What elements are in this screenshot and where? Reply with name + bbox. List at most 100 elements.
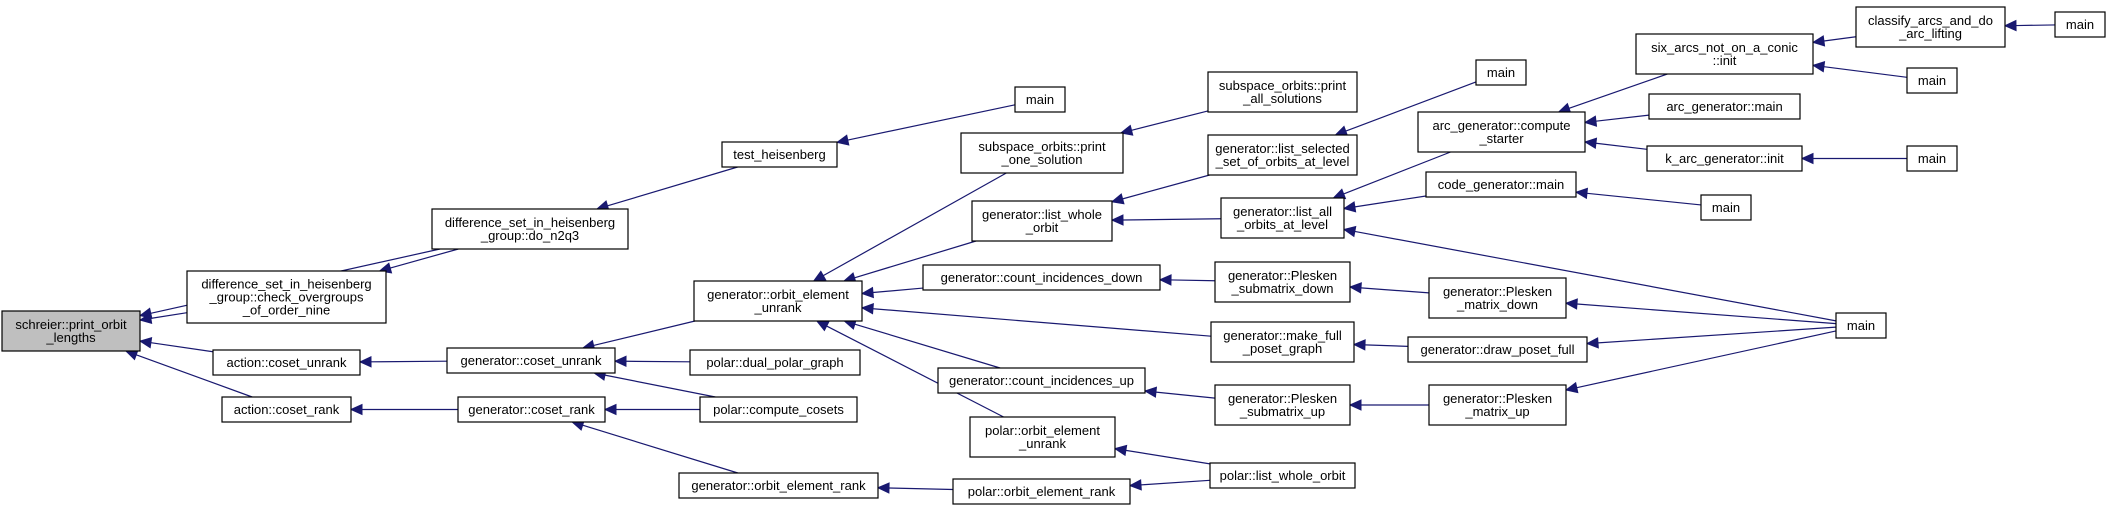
graph-node-n18[interactable]: polar::orbit_element_rank: [952, 478, 1131, 505]
node-box[interactable]: [1207, 71, 1358, 113]
node-label: action::coset_unrank: [227, 355, 347, 370]
node-box[interactable]: [678, 472, 879, 499]
node-box[interactable]: [1906, 67, 1958, 94]
node-label: generator::Plesken: [1228, 268, 1337, 283]
node-box[interactable]: [1835, 312, 1887, 339]
graph-node-n10[interactable]: polar::dual_polar_graph: [689, 349, 861, 376]
graph-node-n4[interactable]: action::coset_rank: [221, 396, 352, 423]
node-box[interactable]: [1648, 93, 1801, 120]
call-edge-n13-n9: [822, 172, 1007, 277]
graph-node-n17[interactable]: polar::orbit_element_unrank: [969, 416, 1116, 458]
node-box[interactable]: [457, 396, 606, 423]
node-box[interactable]: [1, 310, 141, 352]
node-box[interactable]: [1425, 171, 1577, 198]
node-box[interactable]: [1428, 277, 1567, 319]
node-box[interactable]: [1214, 384, 1351, 426]
node-box[interactable]: [693, 280, 863, 322]
graph-node-n37[interactable]: classify_arcs_and_do_arc_lifting: [1855, 6, 2006, 48]
node-box[interactable]: [1207, 134, 1358, 176]
node-box[interactable]: [1906, 145, 1958, 172]
graph-node-n11[interactable]: polar::compute_cosets: [699, 396, 858, 423]
node-box[interactable]: [2054, 11, 2106, 38]
graph-node-n30[interactable]: generator::draw_poset_full: [1407, 336, 1588, 363]
arrowhead-icon: [138, 312, 153, 325]
node-box[interactable]: [937, 367, 1146, 394]
node-box[interactable]: [431, 208, 629, 250]
node-box[interactable]: [922, 264, 1161, 291]
node-box[interactable]: [1855, 6, 2006, 48]
graph-node-n7[interactable]: generator::coset_unrank: [446, 347, 616, 374]
graph-node-n36[interactable]: main: [1835, 312, 1887, 339]
node-box[interactable]: [971, 200, 1113, 242]
graph-node-n27[interactable]: arc_generator::compute_starter: [1417, 111, 1586, 153]
graph-node-n16[interactable]: generator::count_incidences_up: [937, 367, 1146, 394]
node-box[interactable]: [1214, 261, 1351, 303]
node-box[interactable]: [960, 132, 1124, 174]
node-box[interactable]: [1475, 59, 1527, 86]
node-box[interactable]: [1635, 33, 1814, 75]
graph-node-n8[interactable]: generator::coset_rank: [457, 396, 606, 423]
node-box[interactable]: [699, 396, 858, 423]
graph-node-n19[interactable]: subspace_orbits::print_all_solutions: [1207, 71, 1358, 113]
call-edge-n18-n12: [888, 487, 954, 491]
node-label: _one_solution: [1001, 152, 1083, 167]
node-box[interactable]: [721, 141, 838, 168]
graph-node-n6[interactable]: main: [1014, 86, 1066, 113]
call-edge-n11-n7: [604, 374, 716, 398]
node-box[interactable]: [1407, 336, 1588, 363]
graph-node-n13[interactable]: subspace_orbits::print_one_solution: [960, 132, 1124, 174]
node-box[interactable]: [1210, 321, 1355, 363]
node-label: _all_solutions: [1242, 91, 1322, 106]
call-edge-n3-n0: [150, 342, 214, 353]
graph-node-n9[interactable]: generator::orbit_element_unrank: [693, 280, 863, 322]
graph-node-n35[interactable]: main: [1906, 67, 1958, 94]
graph-node-n0[interactable]: schreier::print_orbit_lengths: [1, 310, 141, 352]
arrowhead-icon: [835, 134, 850, 146]
node-label: generator::list_all: [1233, 204, 1332, 219]
graph-node-n32[interactable]: six_arcs_not_on_a_conic::init: [1635, 33, 1814, 75]
node-box[interactable]: [186, 270, 387, 324]
graph-node-n3[interactable]: action::coset_unrank: [212, 349, 361, 376]
node-box[interactable]: [212, 349, 361, 376]
node-box[interactable]: [1220, 197, 1345, 239]
node-box[interactable]: [1014, 86, 1066, 113]
arrowhead-icon: [358, 356, 372, 368]
graph-node-n38[interactable]: main: [2054, 11, 2106, 38]
graph-node-n22[interactable]: generator::Plesken_submatrix_down: [1214, 261, 1351, 303]
graph-node-n29[interactable]: generator::Plesken_matrix_down: [1428, 277, 1567, 319]
node-box[interactable]: [1646, 145, 1803, 172]
graph-node-n20[interactable]: generator::list_selected_set_of_orbits_a…: [1207, 134, 1358, 176]
call-edge-n25-n18: [1140, 479, 1211, 486]
graph-node-n15[interactable]: generator::count_incidences_down: [922, 264, 1161, 291]
arrowhead-icon: [812, 270, 827, 282]
node-box[interactable]: [969, 416, 1116, 458]
graph-node-n28[interactable]: code_generator::main: [1425, 171, 1577, 198]
graph-node-n39[interactable]: main: [1906, 145, 1958, 172]
graph-node-n24[interactable]: generator::Plesken_submatrix_up: [1214, 384, 1351, 426]
node-label: _unrank: [1018, 436, 1066, 451]
graph-node-n34[interactable]: k_arc_generator::init: [1646, 145, 1803, 172]
node-box[interactable]: [1417, 111, 1586, 153]
graph-node-n12[interactable]: generator::orbit_element_rank: [678, 472, 879, 499]
graph-node-n21[interactable]: generator::list_all_orbits_at_level: [1220, 197, 1345, 239]
graph-node-n31[interactable]: generator::Plesken_matrix_up: [1428, 384, 1567, 426]
node-box[interactable]: [952, 478, 1131, 505]
graph-node-n23[interactable]: generator::make_full_poset_graph: [1210, 321, 1355, 363]
node-box[interactable]: [1700, 194, 1752, 221]
call-edge-n30-n23: [1364, 344, 1409, 347]
graph-node-n26[interactable]: main: [1475, 59, 1527, 86]
graph-node-n33[interactable]: arc_generator::main: [1648, 93, 1801, 120]
node-box[interactable]: [689, 349, 861, 376]
node-box[interactable]: [1209, 462, 1356, 489]
node-box[interactable]: [446, 347, 616, 374]
graph-node-n25[interactable]: polar::list_whole_orbit: [1209, 462, 1356, 489]
node-box[interactable]: [221, 396, 352, 423]
node-box[interactable]: [1428, 384, 1567, 426]
graph-node-n40[interactable]: main: [1700, 194, 1752, 221]
graph-node-n5[interactable]: test_heisenberg: [721, 141, 838, 168]
graph-node-n1[interactable]: difference_set_in_heisenberg_group::do_n…: [431, 208, 629, 250]
call-edge-n21-n14: [1122, 218, 1222, 221]
graph-node-n14[interactable]: generator::list_whole_orbit: [971, 200, 1113, 242]
node-label: k_arc_generator::init: [1665, 151, 1784, 166]
graph-node-n2[interactable]: difference_set_in_heisenberg_group::chec…: [186, 270, 387, 324]
